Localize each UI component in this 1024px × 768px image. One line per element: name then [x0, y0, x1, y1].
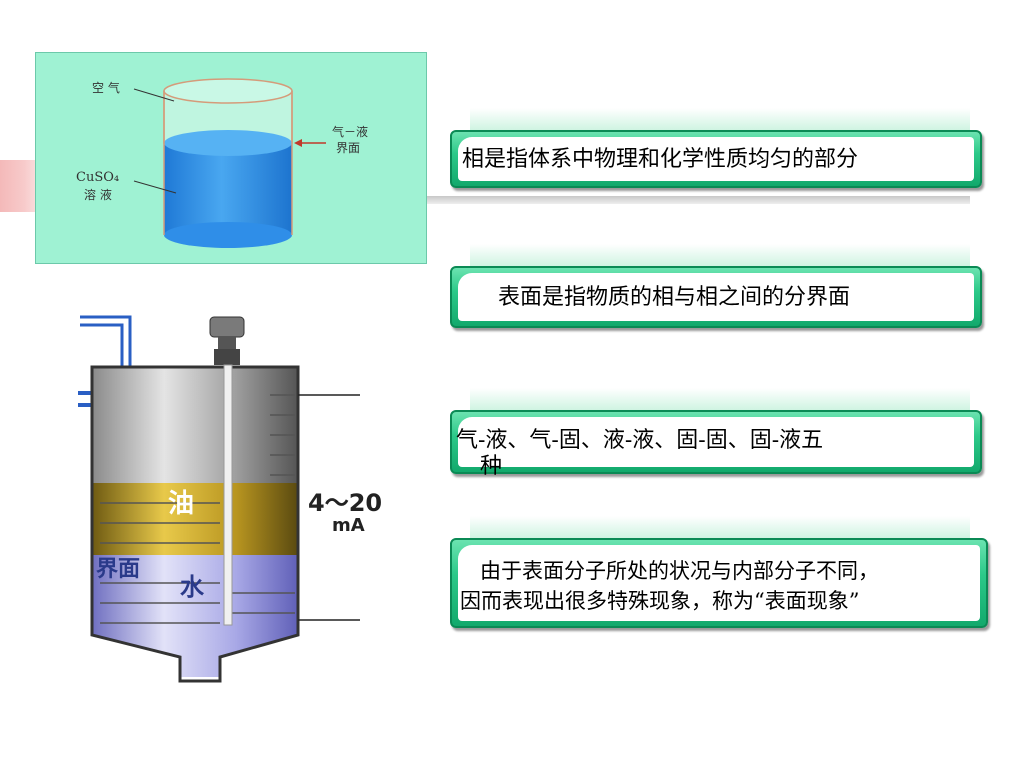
box-glow	[470, 108, 970, 132]
definition-box-phase: 相是指体系中物理和化学性质均匀的部分	[450, 130, 982, 188]
water-label: 水	[180, 573, 204, 601]
interface-types-box: 气-液、气-固、液-液、固-固、固-液五 种	[450, 410, 982, 479]
solution-label-line1: CuSO₄	[76, 170, 120, 185]
box-glow	[470, 388, 970, 412]
interface-types-line2: 种	[480, 454, 503, 479]
box-panel	[458, 417, 974, 467]
box-glow	[470, 244, 970, 268]
interface-label-line1: 气－液	[332, 125, 369, 139]
air-label: 空 气	[92, 81, 120, 95]
beaker-diagram	[133, 78, 326, 248]
decorative-bar	[410, 196, 970, 204]
surface-phenomena-line2: 因而表现出很多特殊现象，称为“表面现象”	[460, 589, 860, 613]
tank-interface-label: 界面	[96, 557, 141, 582]
box-panel	[458, 137, 974, 181]
definition-box-surface: 表面是指物质的相与相之间的分界面	[450, 266, 982, 328]
box-panel	[458, 545, 980, 621]
box-glow	[470, 516, 970, 540]
interface-types-line1: 气-液、气-固、液-液、固-固、固-液五	[456, 428, 824, 453]
oil-label: 油	[168, 489, 195, 519]
surface-phenomena-box: 由于表面分子所处的状况与内部分子不同， 因而表现出很多特殊现象，称为“表面现象”	[450, 538, 988, 628]
surface-definition-text: 表面是指物质的相与相之间的分界面	[498, 285, 851, 310]
box-panel	[458, 273, 974, 321]
tank-diagram	[78, 315, 360, 683]
signal-label-line1: 4～20	[308, 489, 383, 517]
interface-label-line2: 界面	[336, 141, 361, 155]
decorative-accent	[0, 160, 40, 212]
phase-definition-text: 相是指体系中物理和化学性质均匀的部分	[462, 147, 859, 172]
signal-label-line2: mA	[332, 515, 365, 536]
solution-label-line2: 溶 液	[84, 188, 112, 202]
tank-figure: 油 界面 水 4～20 mA	[70, 305, 400, 690]
surface-phenomena-line1: 由于表面分子所处的状况与内部分子不同，	[480, 559, 879, 583]
beaker-figure: 空 气 气－液 界面 CuSO₄ 溶 液	[35, 52, 427, 264]
